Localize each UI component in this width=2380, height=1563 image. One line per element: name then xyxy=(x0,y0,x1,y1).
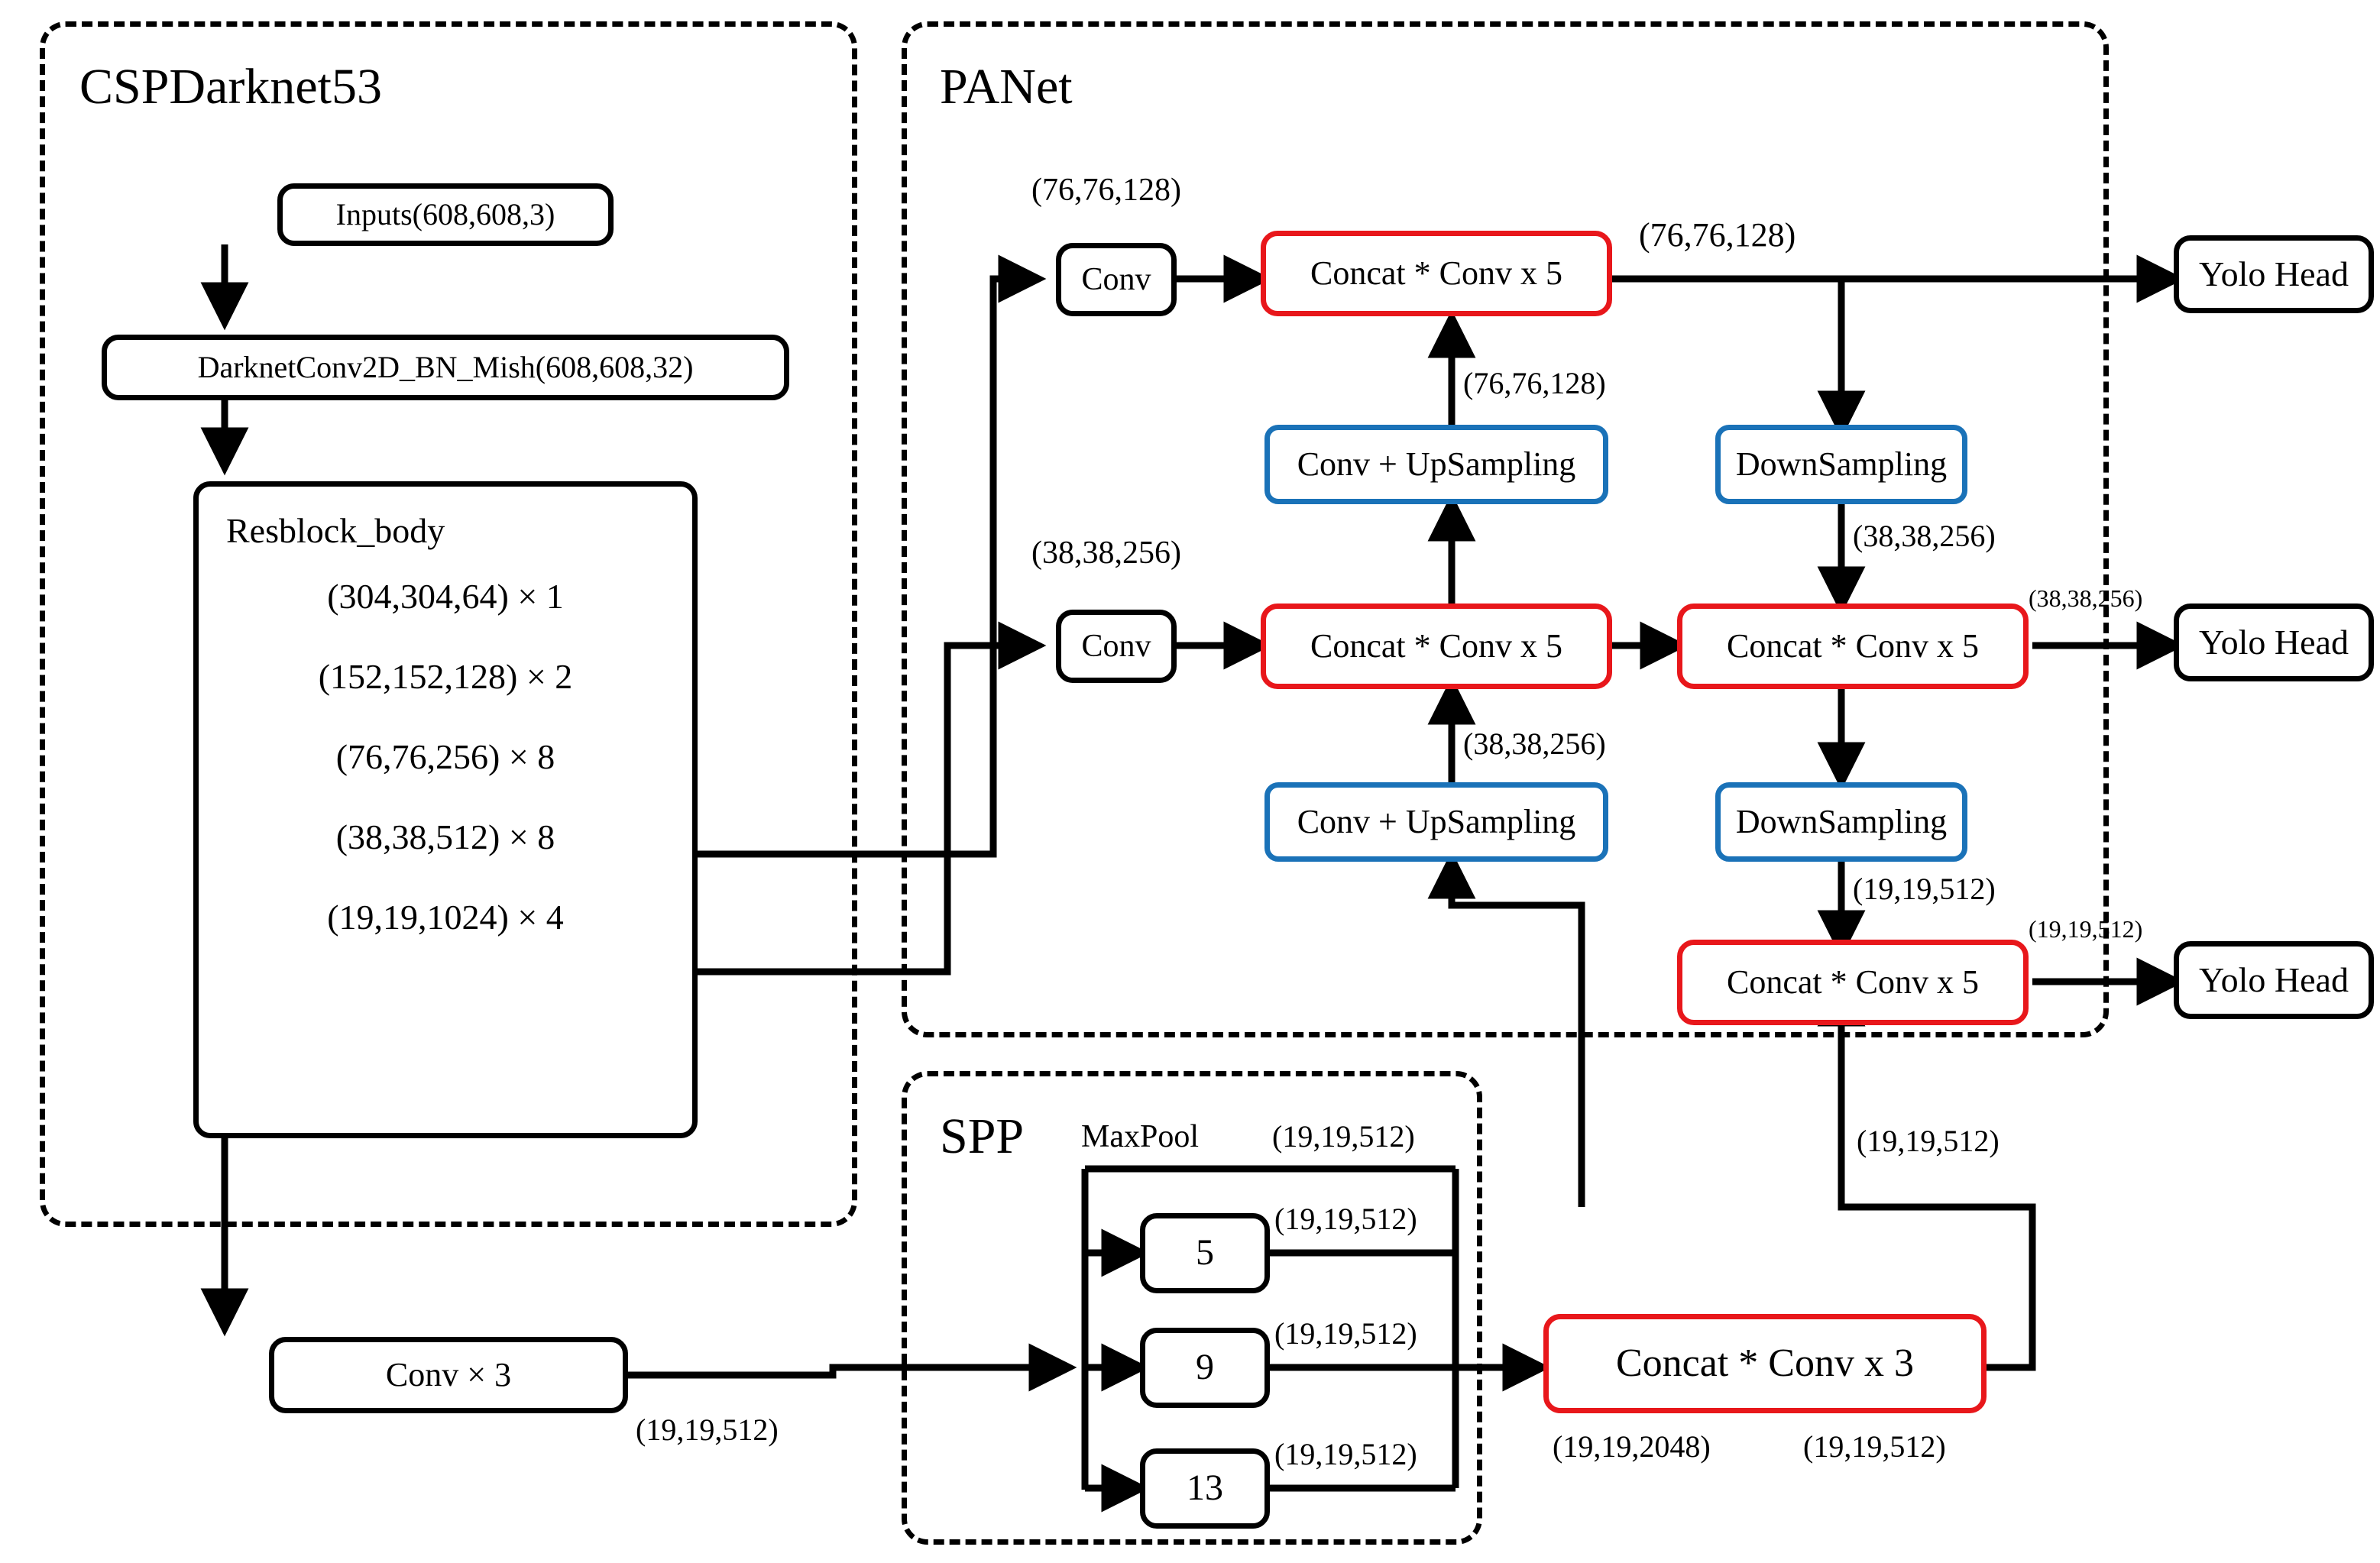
dim-head3: (19,19,512) xyxy=(2029,915,2143,943)
node-conv-p4[interactable]: Conv xyxy=(1056,610,1177,683)
dim-spp-to-p5: (19,19,512) xyxy=(1857,1124,2000,1158)
node-concat-conv5-p3-label: Concat * Conv x 5 xyxy=(1310,254,1562,292)
group-cspdarknet53 xyxy=(40,21,857,1227)
dim-maxpool-13-out: (19,19,512) xyxy=(1274,1437,1417,1471)
group-label-cspdarknet53: CSPDarknet53 xyxy=(73,58,388,116)
node-maxpool-13-label: 13 xyxy=(1187,1468,1223,1509)
node-inputs-label: Inputs(608,608,3) xyxy=(335,197,555,231)
node-inputs[interactable]: Inputs(608,608,3) xyxy=(277,183,614,246)
node-yolo-head-2[interactable]: Yolo Head xyxy=(2174,604,2374,681)
node-conv-x3[interactable]: Conv × 3 xyxy=(269,1337,628,1413)
node-concat-conv5-n5-label: Concat * Conv x 5 xyxy=(1727,963,1979,1001)
dim-p3-out: (76,76,128) xyxy=(1639,216,1796,254)
dim-conv-p3-in: (76,76,128) xyxy=(1031,173,1181,208)
node-conv-upsampling-p4-label: Conv + UpSampling xyxy=(1297,445,1576,483)
node-yolo-head-2-label: Yolo Head xyxy=(2199,622,2349,662)
node-maxpool-9[interactable]: 9 xyxy=(1140,1328,1270,1408)
dim-up-p5: (38,38,256) xyxy=(1463,726,1606,761)
node-darknetconv2d-bn-mish-label: DarknetConv2D_BN_Mish(608,608,32) xyxy=(197,350,694,384)
node-maxpool-13[interactable]: 13 xyxy=(1140,1448,1270,1529)
dim-head2: (38,38,256) xyxy=(2029,584,2143,612)
dim-maxpool-9-out: (19,19,512) xyxy=(1274,1316,1417,1351)
edges xyxy=(200,244,2185,1513)
resblock-stage-4: (38,38,512) × 8 xyxy=(335,817,555,856)
node-conv-p3-label: Conv xyxy=(1081,261,1151,297)
node-darknetconv2d-bn-mish[interactable]: DarknetConv2D_BN_Mish(608,608,32) xyxy=(102,335,789,400)
node-yolo-head-1-label: Yolo Head xyxy=(2199,254,2349,293)
dim-down-n4: (38,38,256) xyxy=(1853,519,1996,553)
node-concat-conv5-n4[interactable]: Concat * Conv x 5 xyxy=(1677,604,2029,689)
node-conv-upsampling-p4[interactable]: Conv + UpSampling xyxy=(1264,425,1608,504)
resblock-stage-2: (152,152,128) × 2 xyxy=(318,657,573,696)
dim-concat3-in: (19,19,2048) xyxy=(1553,1429,1711,1464)
node-yolo-head-3[interactable]: Yolo Head xyxy=(2174,941,2374,1019)
resblock-stage-3: (76,76,256) × 8 xyxy=(335,737,555,776)
node-concat-conv5-p4[interactable]: Concat * Conv x 5 xyxy=(1261,604,1612,689)
dim-concat3-out: (19,19,512) xyxy=(1803,1429,1946,1464)
dim-conv-p4-in: (38,38,256) xyxy=(1031,536,1181,571)
node-conv-upsampling-p5-label: Conv + UpSampling xyxy=(1297,802,1576,840)
node-downsampling-n4-label: DownSampling xyxy=(1735,445,1948,483)
node-yolo-head-1[interactable]: Yolo Head xyxy=(2174,235,2374,313)
dim-down-n5: (19,19,512) xyxy=(1853,872,1996,906)
dim-up-p4: (76,76,128) xyxy=(1463,366,1606,400)
dim-maxpool-5-out: (19,19,512) xyxy=(1274,1202,1417,1236)
spp-top-dim: (19,19,512) xyxy=(1272,1119,1415,1154)
node-conv-upsampling-p5[interactable]: Conv + UpSampling xyxy=(1264,782,1608,862)
group-panet xyxy=(902,21,2109,1037)
node-maxpool-5-label: 5 xyxy=(1196,1232,1214,1273)
node-concat-conv5-n4-label: Concat * Conv x 5 xyxy=(1727,626,1979,665)
resblock-stage-1: (304,304,64) × 1 xyxy=(327,577,564,616)
dim-conv3-out: (19,19,512) xyxy=(636,1413,779,1447)
node-concat-conv5-p4-label: Concat * Conv x 5 xyxy=(1310,626,1562,665)
spp-maxpool-label: MaxPool xyxy=(1081,1119,1200,1154)
group-spp xyxy=(902,1071,1482,1545)
node-downsampling-n5-label: DownSampling xyxy=(1735,802,1948,840)
resblock-stage-5: (19,19,1024) × 4 xyxy=(327,898,564,937)
node-maxpool-5[interactable]: 5 xyxy=(1140,1213,1270,1293)
node-concat-conv5-n5[interactable]: Concat * Conv x 5 xyxy=(1677,940,2029,1025)
node-resblock-body[interactable]: Resblock_body (304,304,64) × 1 (152,152,… xyxy=(193,481,698,1138)
node-concat-conv-x3[interactable]: Concat * Conv x 3 xyxy=(1543,1314,1987,1413)
node-conv-p4-label: Conv xyxy=(1081,628,1151,664)
node-downsampling-n5[interactable]: DownSampling xyxy=(1715,782,1967,862)
node-conv-x3-label: Conv × 3 xyxy=(385,1355,512,1393)
group-label-spp: SPP xyxy=(934,1108,1031,1166)
node-downsampling-n4[interactable]: DownSampling xyxy=(1715,425,1967,504)
node-yolo-head-3-label: Yolo Head xyxy=(2199,959,2349,999)
node-conv-p3[interactable]: Conv xyxy=(1056,243,1177,316)
resblock-body-title: Resblock_body xyxy=(226,511,445,550)
node-maxpool-9-label: 9 xyxy=(1196,1347,1214,1388)
node-concat-conv-x3-label: Concat * Conv x 3 xyxy=(1616,1341,1914,1385)
group-label-panet: PANet xyxy=(934,58,1079,116)
node-concat-conv5-p3[interactable]: Concat * Conv x 5 xyxy=(1261,231,1612,316)
